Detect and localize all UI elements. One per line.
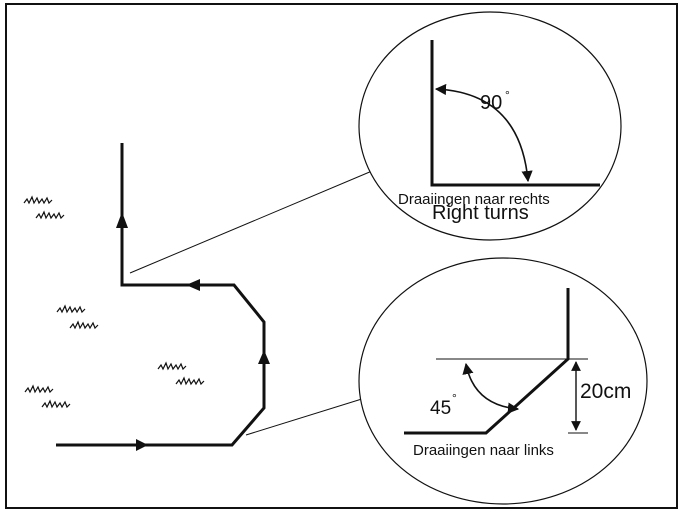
left-turn-leader xyxy=(245,397,366,436)
diagram-frame xyxy=(5,3,678,509)
grass-tuft-icon xyxy=(56,304,99,330)
grass-tuft-icon xyxy=(23,195,65,220)
right-angle-degree: ° xyxy=(505,88,510,102)
direction-arrow-icon xyxy=(186,279,200,291)
left-caption-nl: Draaiingen naar links xyxy=(413,442,554,459)
offset-label: 20cm xyxy=(580,380,631,403)
grass-tuft-icon xyxy=(24,384,71,409)
mower-path xyxy=(56,143,266,447)
direction-arrow-icon xyxy=(116,212,128,228)
left-turn-path xyxy=(404,288,570,435)
grass-tuft-icon xyxy=(157,361,205,386)
right-turn-leader xyxy=(129,170,373,274)
direction-arrow-icon xyxy=(136,439,148,451)
direction-arrow-icon xyxy=(258,350,270,364)
right-caption-nl: Draaiingen naar rechts xyxy=(398,191,550,208)
right-angle-arc xyxy=(434,83,533,183)
left-angle-arc xyxy=(462,362,520,414)
right-caption-en: Right turns xyxy=(432,202,529,224)
left-angle-label: 45 xyxy=(430,398,451,419)
right-turn-corner xyxy=(430,40,600,187)
left-angle-degree: ° xyxy=(452,391,457,405)
right-angle-label: 90 xyxy=(480,92,502,114)
